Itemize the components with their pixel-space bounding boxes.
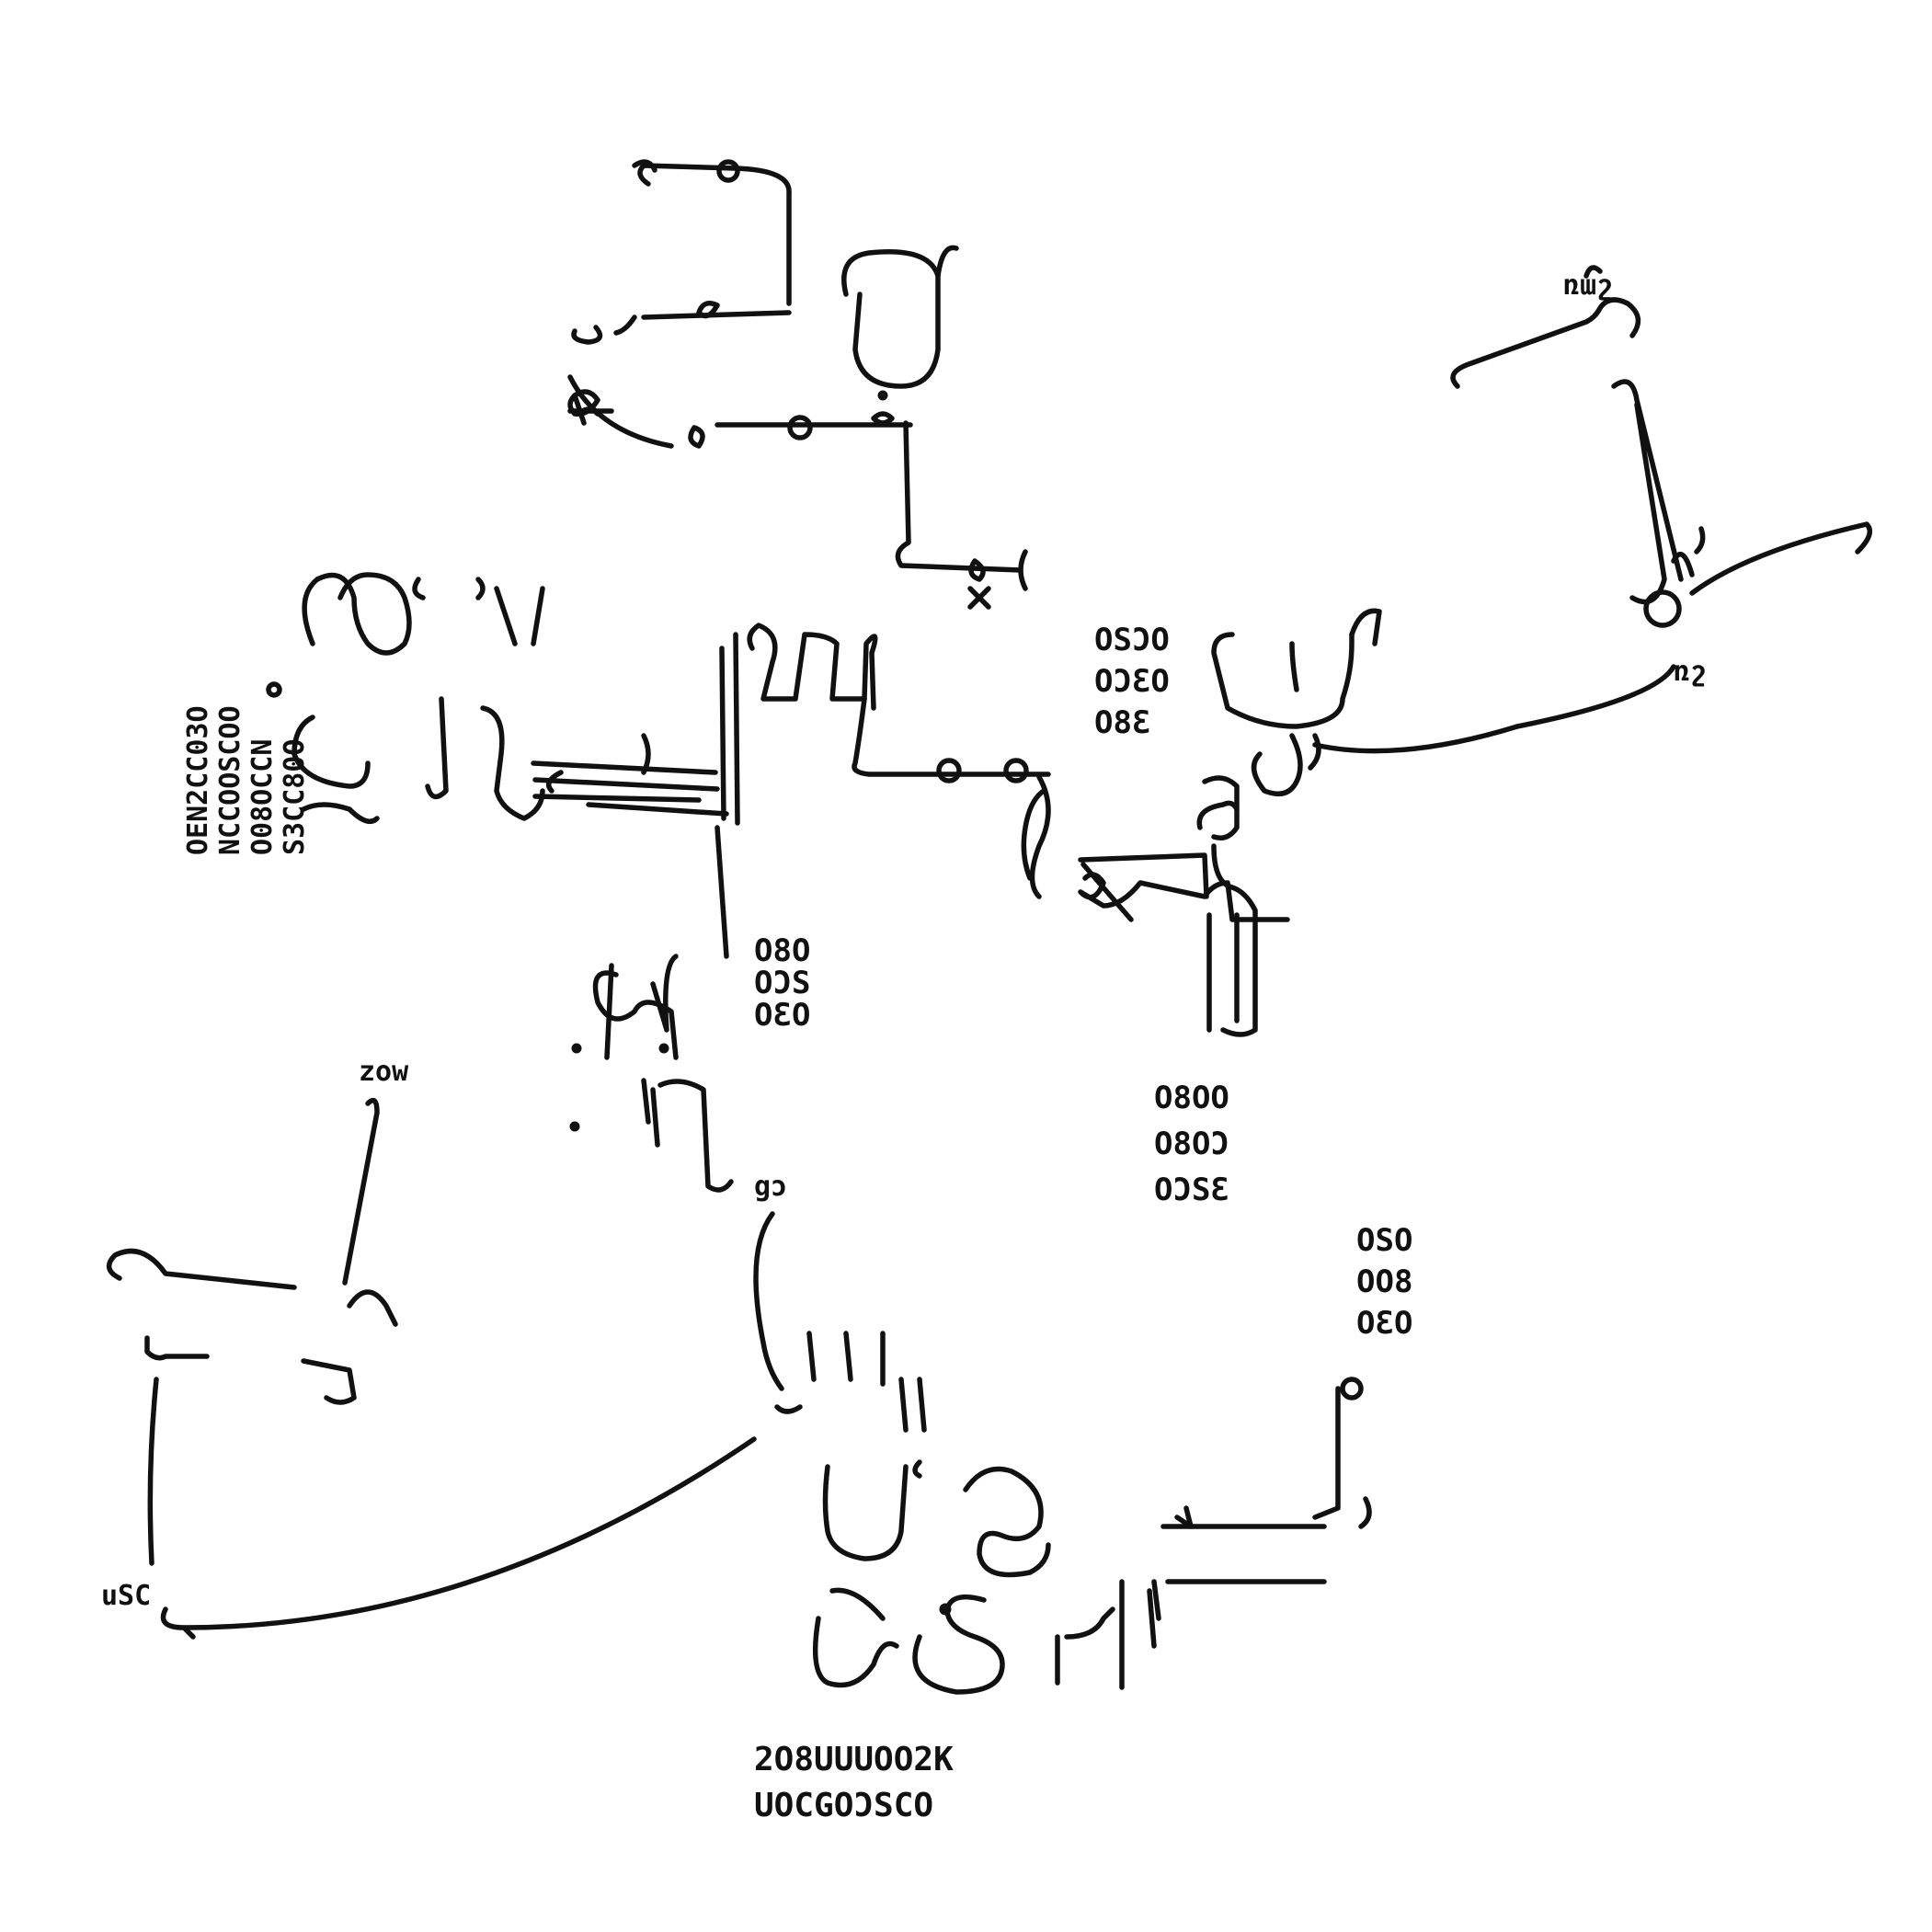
code-right-mid-2: OO8 [1356, 1263, 1412, 1300]
code-right-mid-3: OƐO [1356, 1305, 1412, 1342]
bottom-cluster [806, 1331, 1372, 1695]
code-center-tr-3: O8Ɛ [1094, 704, 1150, 741]
center-cluster [531, 623, 1051, 1391]
code-center-ml-1: O8O [754, 932, 810, 969]
left-cluster [266, 572, 545, 825]
glyph-tag-left: zow [359, 1056, 409, 1088]
glyph-tag-right: ռշ [1674, 656, 1707, 688]
code-bottom-1: 2O8UUUOO2K [754, 1741, 954, 1778]
glyph-tag-bottom-left: uSC [101, 1580, 151, 1612]
code-left-3: O08OCCN [246, 739, 279, 855]
code-bottom-2: UOCGOƆSCO [754, 1787, 933, 1824]
top-right-branch [1450, 265, 1873, 628]
code-center-tr-2: OƆƐO [1094, 663, 1170, 700]
glyph-tag-tr: ռաշ [1563, 269, 1613, 302]
code-center-mr-1: O8OO [1154, 1080, 1229, 1116]
top-branch [567, 159, 1028, 610]
code-left-4: S3CC80O [279, 739, 311, 855]
code-right-mid-1: OSO [1356, 1222, 1412, 1259]
code-center-mr-2: O8OƆ [1154, 1126, 1229, 1162]
code-left-2: NCCOOSCOO [214, 705, 246, 855]
code-center-ml-3: OƐO [754, 997, 810, 1034]
center-right-cluster [1021, 608, 1676, 1037]
lower-left-branch [106, 1097, 803, 1640]
code-center-mr-3: OƆSƐ [1154, 1172, 1229, 1208]
code-left-1: OEN2CC03O [182, 705, 214, 855]
code-center-tr-1: OSƆO [1094, 622, 1170, 658]
code-center-ml-2: OƆS [754, 965, 810, 1001]
glyph-tag-center: gɔ [754, 1171, 787, 1203]
code-labels: OSƆO OƆƐO O8Ɛ O8O OƆS OƐO O8OO O8OƆ OƆSƐ… [101, 269, 1707, 1824]
